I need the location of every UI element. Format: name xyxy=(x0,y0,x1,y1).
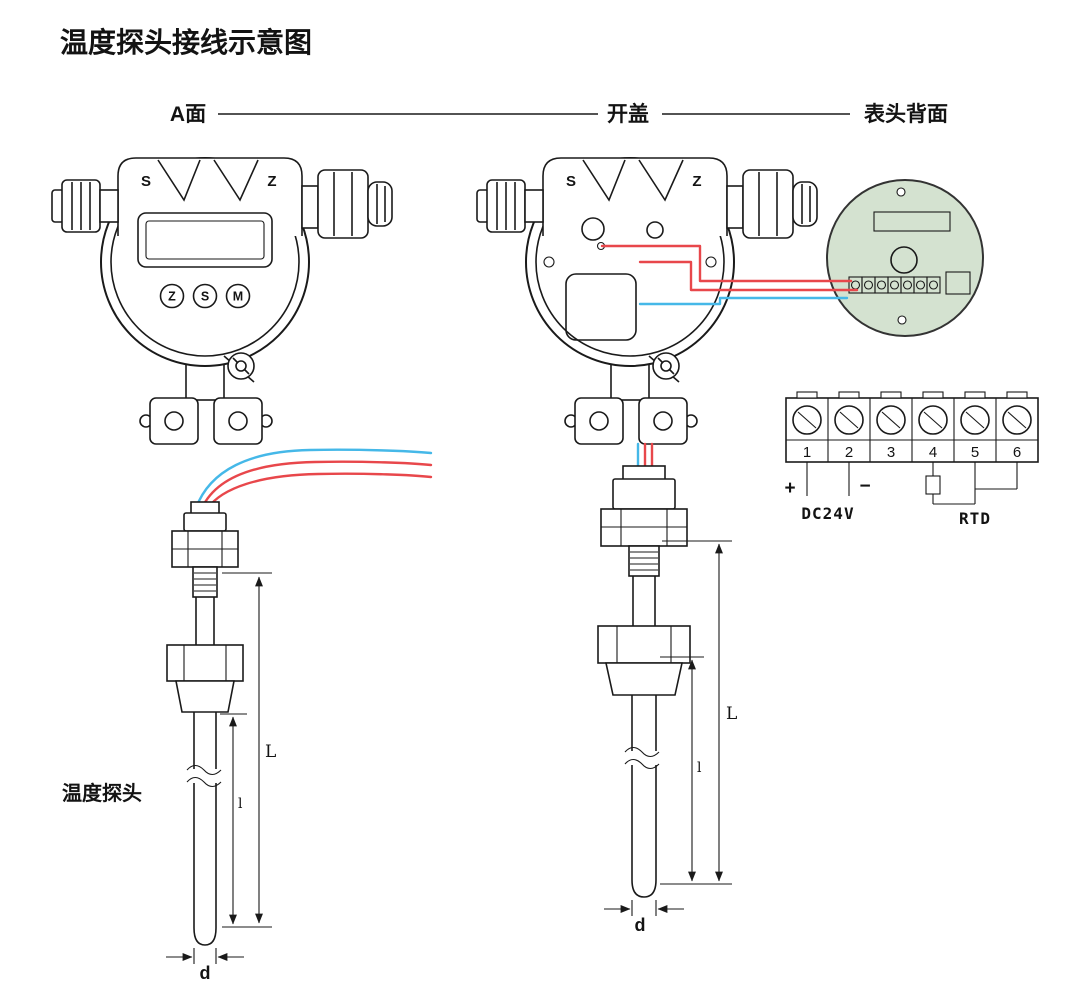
dim-l-label: l xyxy=(238,796,243,812)
dim-L-label: L xyxy=(726,704,737,724)
probe-neck-tube xyxy=(632,576,656,626)
terminal-block: 1 2 3 4 5 6 + xyxy=(784,391,1039,528)
lcd-display xyxy=(137,212,273,268)
terminal-cell-1: 1 xyxy=(792,391,822,461)
dim-d-label: d xyxy=(200,963,211,982)
power-leads: + − DC24V xyxy=(784,462,871,523)
probe-thread xyxy=(628,545,660,577)
dimension-insertion-l: l xyxy=(220,713,247,925)
button-m: M xyxy=(225,283,251,309)
red-wire xyxy=(200,460,433,510)
probe-cap xyxy=(183,512,227,532)
terminal-number: 2 xyxy=(845,444,853,461)
lead-wires-front xyxy=(194,448,433,510)
probe-plug xyxy=(622,465,666,481)
probe-sheath xyxy=(624,695,660,898)
pcb-board xyxy=(826,179,984,337)
red-wire xyxy=(206,472,433,510)
rtd-element xyxy=(925,475,941,495)
rtd-leads: RTD xyxy=(925,462,1018,528)
label-meter-back: 表头背面 xyxy=(864,102,948,126)
temperature-probe-left: L l d 温度探头 xyxy=(62,501,276,982)
probe-thread xyxy=(192,566,218,598)
transmitter-open-view: S Z xyxy=(476,157,818,445)
dimension-diameter-d: d xyxy=(166,948,244,982)
terminal-number: 6 xyxy=(1013,444,1021,461)
housing-mark-z: Z xyxy=(267,173,276,190)
pcb-component xyxy=(873,211,951,232)
housing-mark-s: S xyxy=(141,173,151,190)
pcb-hole xyxy=(896,187,906,197)
temperature-probe-right: L l d xyxy=(597,465,737,935)
section-labels: A面 开盖 表头背面 xyxy=(170,102,948,126)
pcb-component xyxy=(945,271,971,295)
probe-sheath xyxy=(186,712,222,946)
dimension-insertion-l: l xyxy=(660,656,704,882)
button-s: S xyxy=(192,283,218,309)
dimension-diameter-d: d xyxy=(604,900,684,935)
rtd-label: RTD xyxy=(959,509,991,528)
meter-back-pcb xyxy=(826,179,984,337)
housing-mark-s: S xyxy=(566,173,576,190)
terminal-cell-4: 4 xyxy=(918,391,948,461)
dim-d-label: d xyxy=(635,915,646,935)
red-wire xyxy=(600,244,853,283)
probe-hex-union xyxy=(171,530,239,568)
probe-cap xyxy=(612,478,676,510)
button-z-label: Z xyxy=(168,290,176,304)
terminal-number: 4 xyxy=(929,444,937,461)
signal-wires-to-pcb xyxy=(600,244,859,306)
terminal-number: 3 xyxy=(887,444,895,461)
button-z: Z xyxy=(159,283,185,309)
dimension-length-L: L xyxy=(660,540,737,885)
transmitter-housing xyxy=(476,157,818,445)
terminal-dividers xyxy=(827,398,997,462)
probe-label: 温度探头 xyxy=(62,781,142,805)
terminal-cell-6: 6 xyxy=(1002,391,1032,461)
probe-hex-union xyxy=(600,508,688,547)
probe-wires-right xyxy=(636,442,654,469)
dim-L-label: L xyxy=(265,742,276,762)
minus-sign: − xyxy=(859,476,870,497)
terminal-number: 1 xyxy=(803,444,811,461)
label-a-side: A面 xyxy=(170,103,206,126)
probe-process-hex xyxy=(597,625,691,696)
dim-l-label: l xyxy=(697,760,702,776)
plus-sign: + xyxy=(784,478,795,499)
power-label: DC24V xyxy=(801,504,854,523)
terminal-cell-5: 5 xyxy=(960,391,990,461)
terminal-cell-2: 2 xyxy=(834,391,864,461)
transmitter-front-view: S Z Z S M xyxy=(51,157,393,445)
label-open-cover: 开盖 xyxy=(607,102,649,126)
blue-wire xyxy=(194,448,433,510)
dimension-length-L: L xyxy=(222,572,276,928)
terminal-number: 5 xyxy=(971,444,979,461)
button-m-label: M xyxy=(233,290,243,304)
red-wire xyxy=(638,260,859,292)
probe-process-hex xyxy=(166,644,244,713)
pcb-center-hole xyxy=(890,246,918,274)
button-s-label: S xyxy=(201,290,209,304)
page-title: 温度探头接线示意图 xyxy=(60,26,312,58)
open-cover-interior xyxy=(543,217,717,341)
housing-mark-z: Z xyxy=(692,173,701,190)
terminal-cell-3: 3 xyxy=(876,391,906,461)
transmitter-housing xyxy=(51,157,393,445)
probe-neck-tube xyxy=(195,597,215,645)
pcb-hole xyxy=(897,315,907,325)
blue-wire xyxy=(638,296,849,306)
